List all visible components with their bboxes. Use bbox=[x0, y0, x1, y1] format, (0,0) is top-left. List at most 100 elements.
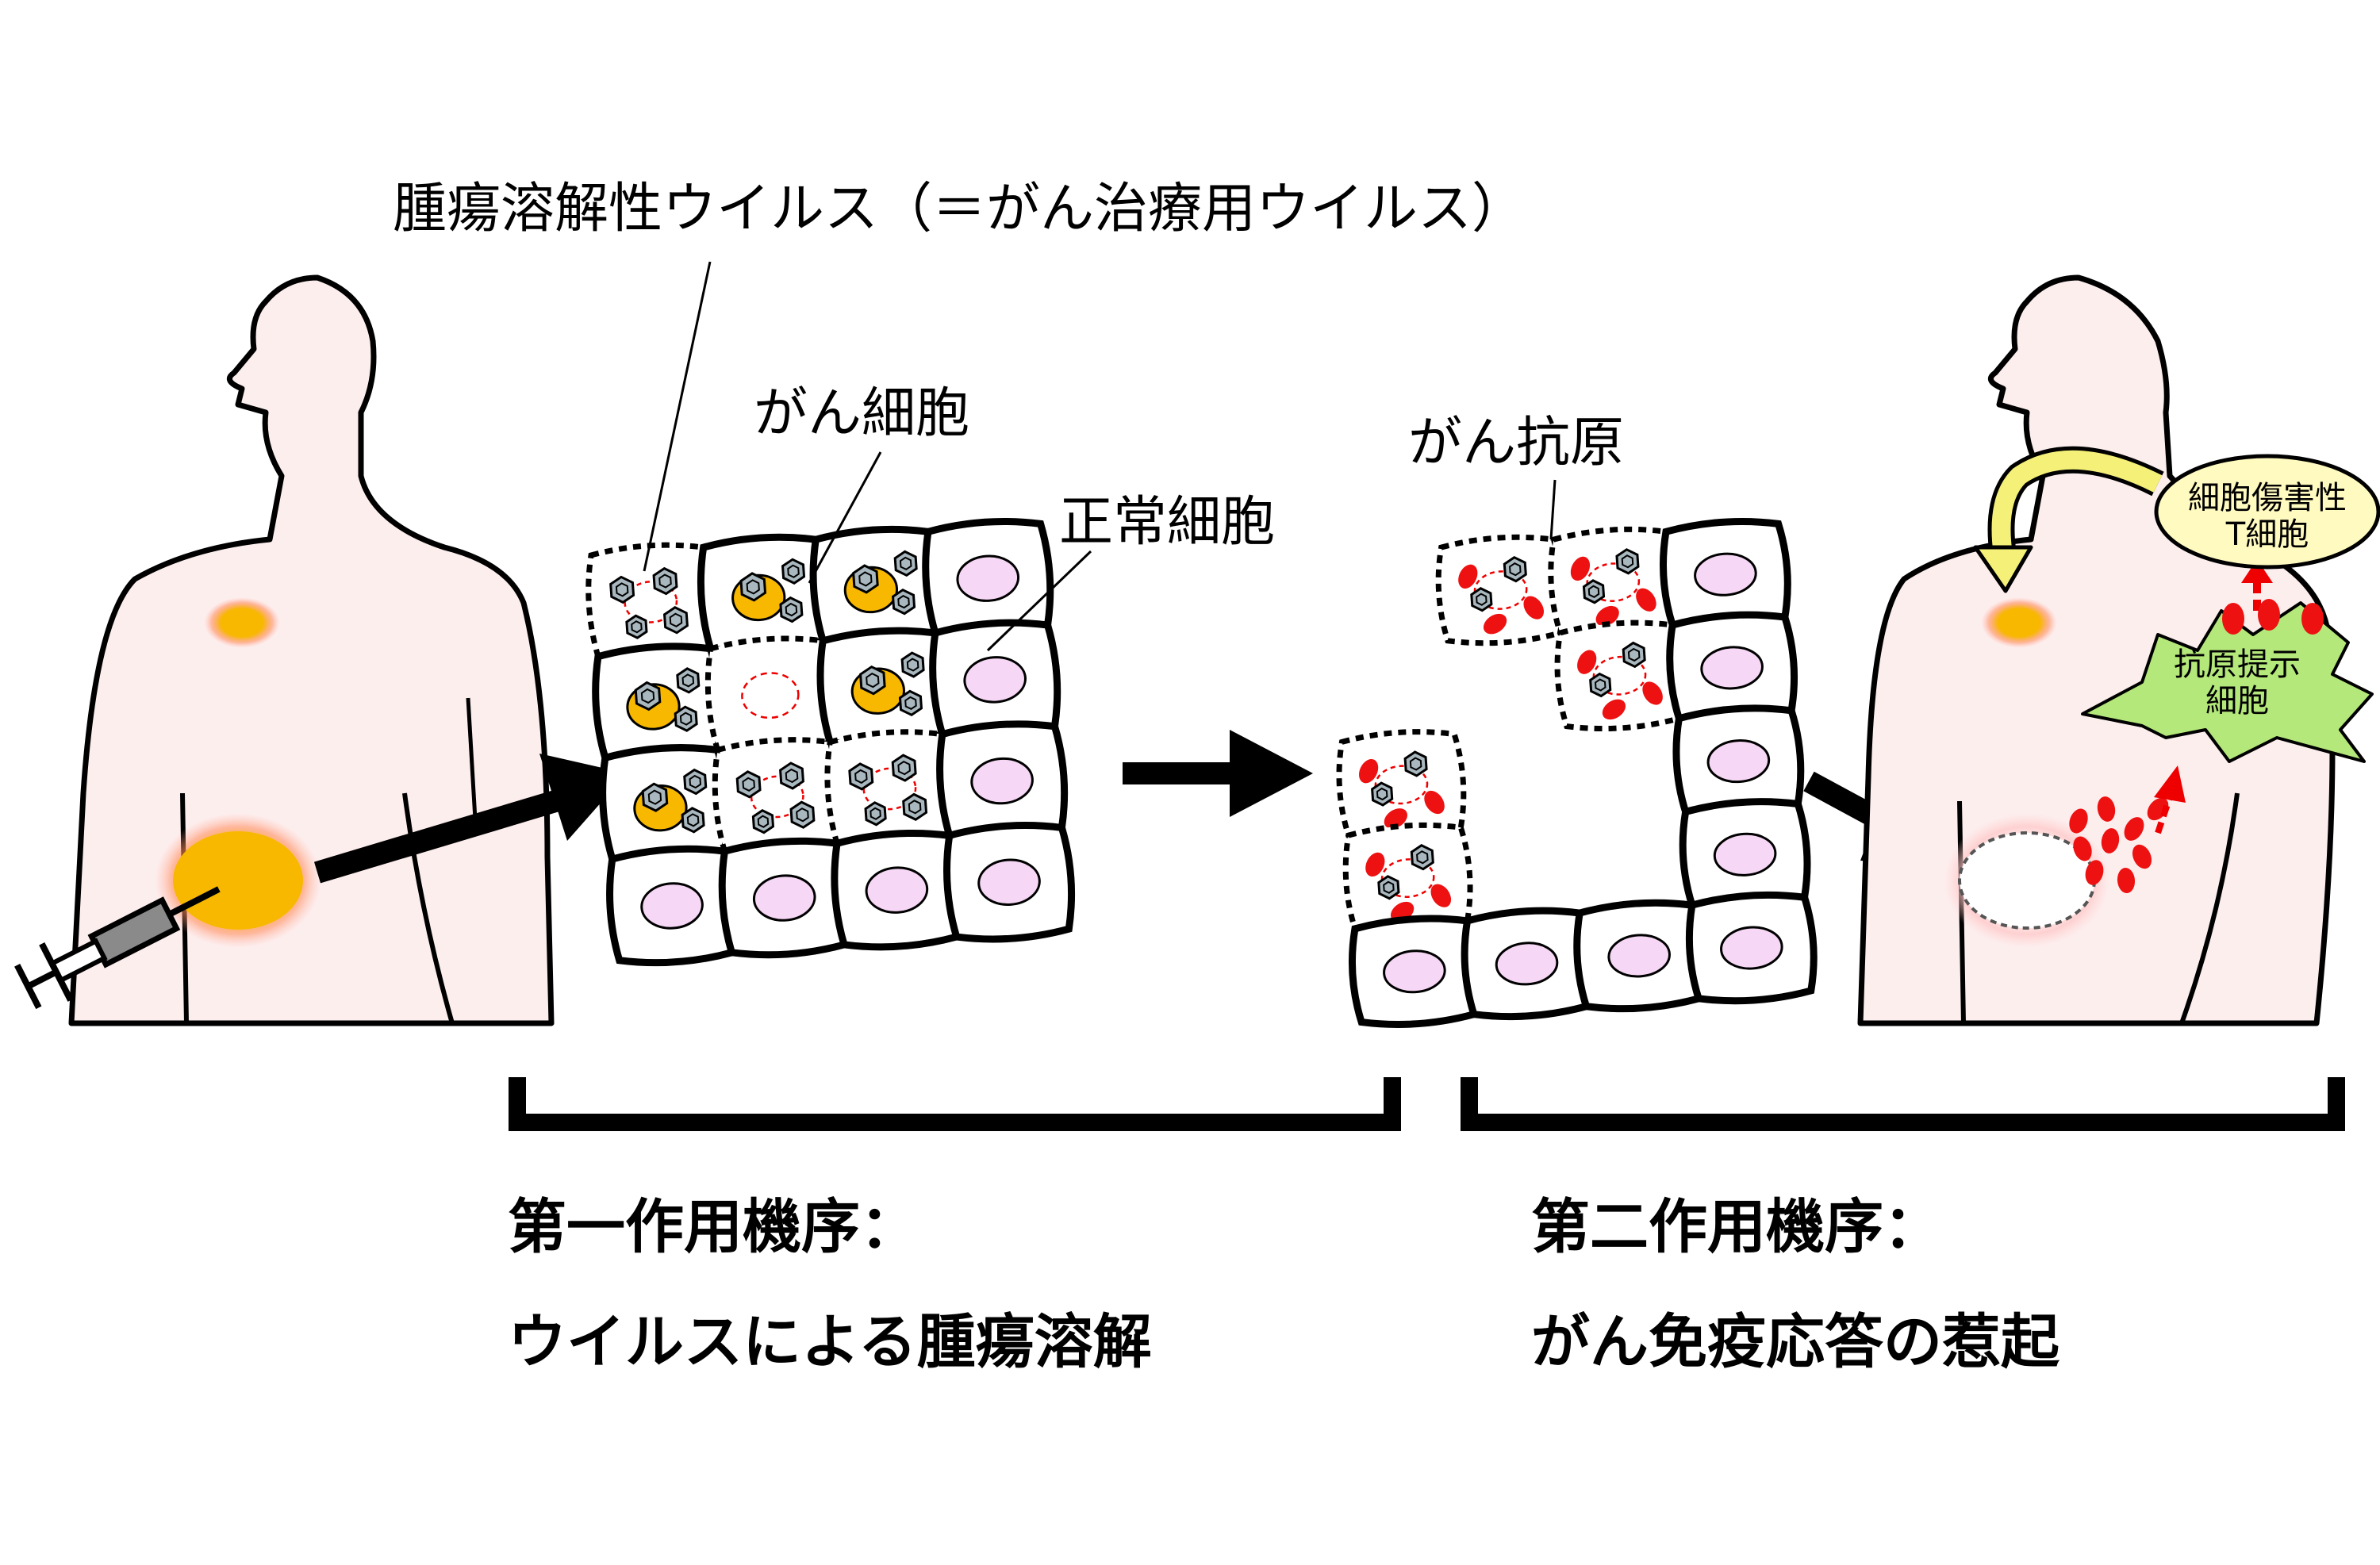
tissue-before bbox=[585, 517, 1076, 967]
cancer-antigen bbox=[1570, 556, 1591, 581]
normal-cell bbox=[1679, 798, 1811, 911]
virus-icon bbox=[634, 681, 662, 712]
virus-icon bbox=[859, 665, 886, 696]
arrow-lysis bbox=[1123, 730, 1313, 817]
virus-icon bbox=[779, 761, 804, 790]
cancer-cell bbox=[599, 744, 731, 865]
normal-cell bbox=[1685, 891, 1818, 1005]
cancer-antigen bbox=[1384, 808, 1407, 829]
virus-icon bbox=[779, 596, 804, 623]
first-mechanism-title: 第一作用機序： bbox=[508, 1193, 919, 1261]
virus-icon bbox=[683, 768, 708, 796]
lysed-cell bbox=[1435, 534, 1566, 646]
virus-icon bbox=[676, 667, 701, 694]
virus-icon bbox=[735, 770, 762, 799]
lysed-cell bbox=[712, 737, 843, 857]
normal-cell bbox=[943, 822, 1076, 943]
virus-icon bbox=[789, 800, 816, 829]
virus-icon bbox=[1589, 672, 1612, 698]
virus-icon bbox=[891, 754, 917, 782]
virus-icon bbox=[641, 782, 669, 812]
nucleus bbox=[1607, 934, 1671, 978]
virus-icon bbox=[674, 705, 698, 732]
lysed-cell bbox=[1554, 619, 1685, 732]
normal-cell bbox=[922, 517, 1054, 639]
cancer-antigen bbox=[2132, 844, 2152, 869]
virus-icon bbox=[1503, 555, 1527, 583]
virus-icon bbox=[652, 566, 678, 596]
virus-icon bbox=[1377, 875, 1400, 900]
cancer-antigen bbox=[1595, 605, 1619, 627]
virus-icon bbox=[848, 762, 874, 791]
nucleus bbox=[752, 874, 816, 922]
arrow-tcell-to-tumor bbox=[1973, 446, 2164, 593]
virus-icon bbox=[1403, 750, 1428, 777]
nucleus bbox=[1700, 646, 1764, 690]
nucleus bbox=[1720, 926, 1783, 970]
cancer-antigen bbox=[2117, 868, 2136, 893]
normal-cell-label: 正常細胞 bbox=[1059, 491, 1276, 554]
cancer-cell-label: がん細胞 bbox=[754, 382, 970, 445]
lysed-nucleus bbox=[741, 672, 800, 719]
virus-icon bbox=[864, 801, 887, 827]
second-mechanism-desc: がん免疫応答の惹起 bbox=[1531, 1308, 2059, 1376]
nucleus bbox=[1713, 832, 1777, 876]
cancer-antigen bbox=[1523, 596, 1545, 619]
cancer-cell bbox=[592, 642, 724, 764]
virus-icon bbox=[609, 575, 635, 604]
lysed-cell bbox=[1548, 526, 1679, 639]
cancer-antigen bbox=[1483, 613, 1507, 635]
first-mechanism-desc: ウイルスによる腫瘍溶解 bbox=[508, 1308, 1152, 1376]
apc-label-line1: 抗原提示 bbox=[2174, 646, 2301, 683]
normal-cell bbox=[1348, 915, 1480, 1028]
virus-icon bbox=[893, 550, 918, 577]
lysed-cell bbox=[704, 635, 835, 755]
lysed-nucleus bbox=[624, 581, 678, 623]
cytotoxic-t-cell bbox=[2154, 454, 2380, 570]
apc-label-line2: 細胞 bbox=[2205, 683, 2269, 719]
apc-label: 抗原提示 細胞 bbox=[2142, 646, 2332, 719]
virus-icon bbox=[781, 558, 806, 585]
nucleus bbox=[1383, 949, 1446, 994]
virus-icon bbox=[751, 808, 775, 834]
virus-icon bbox=[1371, 781, 1394, 807]
lysed-nucleus bbox=[750, 775, 804, 819]
arrow-antigen-to-apc bbox=[2154, 765, 2186, 834]
nucleus bbox=[1694, 552, 1757, 596]
cancer-antigen bbox=[1602, 699, 1626, 720]
nucleus bbox=[956, 554, 1020, 602]
cancer-antigen bbox=[1424, 790, 1445, 815]
cancer-cell bbox=[816, 627, 949, 748]
virus-icon bbox=[902, 792, 928, 821]
oncolytic-virus-label: 腫瘍溶解性ウイルス（＝がん治療用ウイルス） bbox=[393, 178, 1526, 240]
normal-cell bbox=[718, 837, 850, 959]
second-mechanism-title: 第二作用機序： bbox=[1531, 1193, 1942, 1261]
virus-icon bbox=[898, 689, 923, 717]
virus-icon bbox=[900, 651, 925, 678]
virus-icon bbox=[1582, 579, 1606, 604]
cancer-antigen bbox=[1430, 884, 1452, 907]
virus-icon bbox=[662, 606, 689, 635]
normal-cell bbox=[1573, 899, 1706, 1013]
cancer-antigen-label: がん抗原 bbox=[1408, 412, 1625, 474]
cancer-antigen bbox=[1358, 759, 1379, 784]
cancer-antigen bbox=[2085, 860, 2104, 885]
arrow-apc-to-tcell bbox=[2241, 559, 2273, 611]
bracket-second bbox=[1461, 1077, 2345, 1131]
nucleus bbox=[865, 866, 929, 914]
nucleus bbox=[963, 656, 1027, 704]
ctl-label-line1: 細胞傷害性 bbox=[2188, 480, 2347, 516]
virus-icon bbox=[1622, 641, 1646, 669]
normal-cell bbox=[929, 619, 1061, 741]
cancer-antigen bbox=[2101, 828, 2120, 853]
tissue-after bbox=[1336, 517, 1818, 1028]
bracket-first bbox=[509, 1077, 1401, 1131]
nucleus bbox=[640, 882, 704, 930]
virus-icon bbox=[1470, 587, 1493, 612]
lysed-nucleus bbox=[862, 767, 917, 811]
normal-cell bbox=[1672, 704, 1805, 818]
lysed-cell bbox=[1336, 729, 1467, 841]
nucleus bbox=[970, 757, 1034, 805]
virus-icon bbox=[625, 614, 648, 639]
